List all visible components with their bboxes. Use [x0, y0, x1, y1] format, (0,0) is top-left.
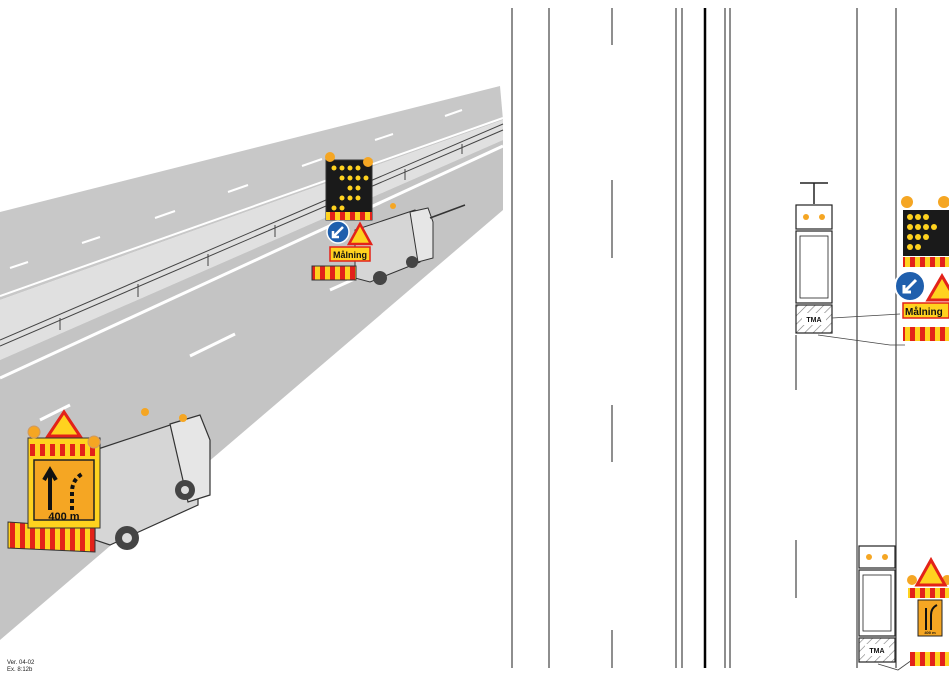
front-sign-text: Målning: [333, 250, 367, 260]
reference-code: Ver. 04-02 Ex. 8:12b: [7, 660, 34, 674]
warning-light-icon: [325, 152, 335, 162]
lower-sign-cluster: 400 m: [907, 560, 949, 666]
lower-tma-vehicle: TMA: [859, 546, 912, 670]
upper-tma-vehicle: TMA: [796, 183, 905, 345]
roadwork-warning-icon: [917, 560, 945, 585]
figure-label: Ex. 8:12b: [7, 667, 34, 674]
warning-light-icon: [390, 203, 396, 209]
warning-light-icon: [819, 214, 825, 220]
perspective-scene: 400 m: [0, 86, 503, 640]
warning-light-icon: [938, 196, 949, 208]
warning-light-icon: [179, 414, 187, 422]
warning-light-icon: [901, 196, 913, 208]
rear-sign-distance: 400 m: [48, 511, 79, 523]
warning-light-icon: [28, 426, 40, 438]
warning-light-icon: [141, 408, 149, 416]
lower-tma-label: TMA: [869, 648, 884, 655]
version-label: Ver. 04-02: [7, 660, 34, 667]
lower-sign-distance: 400 m: [924, 630, 936, 635]
warning-light-icon: [363, 157, 373, 167]
upper-sign-text: Målning: [905, 306, 943, 318]
warning-light-icon: [803, 214, 809, 220]
warning-light-icon: [88, 436, 100, 448]
upper-tma-label: TMA: [806, 317, 821, 324]
warning-light-icon: [907, 575, 917, 585]
upper-sign-cluster: Målning: [895, 196, 949, 341]
warning-light-icon: [882, 554, 888, 560]
warning-light-icon: [866, 554, 872, 560]
roadwork-warning-icon: [928, 276, 949, 300]
